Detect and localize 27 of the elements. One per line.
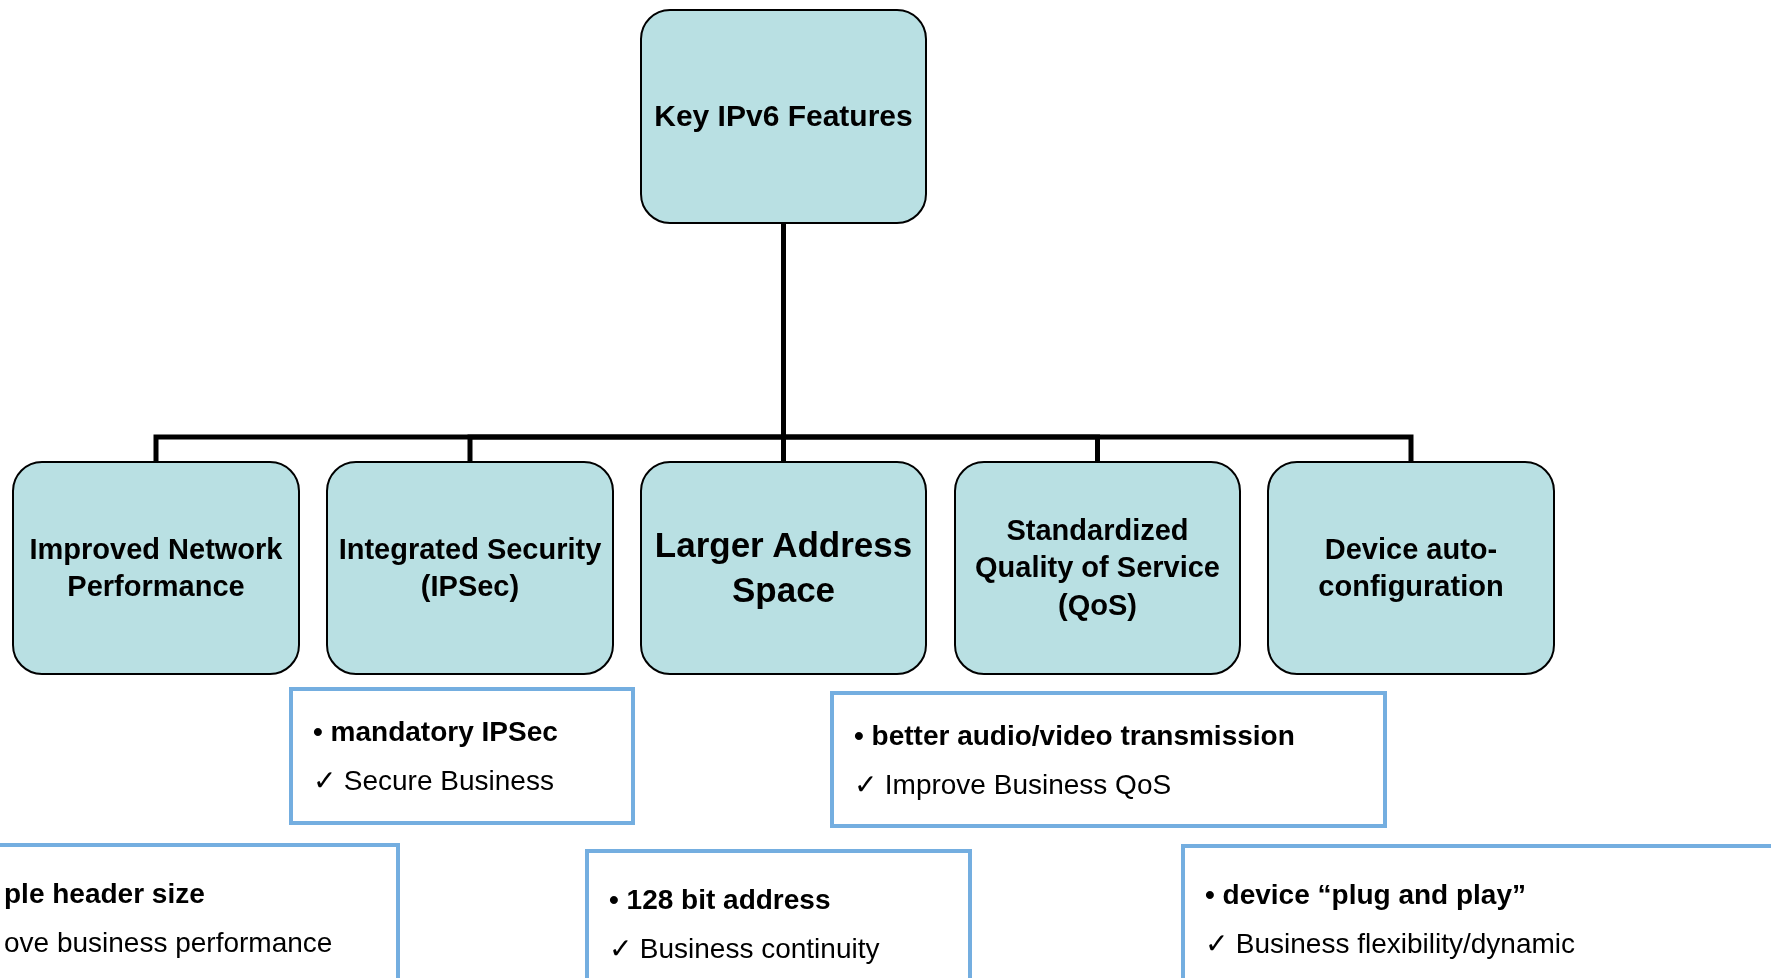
bullet-text: • mandatory IPSec [313,715,558,749]
check-item-text: ✓ Secure Business [313,764,554,798]
feature-box [640,461,927,675]
feature-box [640,9,927,224]
feature-box [954,461,1241,675]
feature-box [1267,461,1555,675]
feature-box [12,461,300,675]
note-box [0,843,400,978]
bullet-text: • better audio/video transmission [854,718,1295,753]
note-box [830,691,1387,828]
check-item-text: ✓ Business continuity [609,932,880,966]
check-item-text: ✓ Business flexibility/dynamic [1205,927,1576,961]
note-box [289,687,635,825]
feature-box [326,461,614,675]
check-item-text: ✓ Improve Business QoS [854,767,1172,802]
box-label: Key IPv6 Features [654,98,913,135]
note-box [1181,844,1771,978]
box-label: Integrated Security (IPSec) [337,531,603,604]
bullet-text: • device “plug and play” [1205,878,1526,912]
box-label: Improved Network Performance [28,531,284,604]
note-box [585,849,972,978]
box-label: Standardized Quality of Service (QoS) [974,513,1221,623]
bullet-text: • 128 bit address [609,883,831,917]
check-item-text: ove business performance [4,926,333,960]
box-label: Device auto-configuration [1317,531,1505,604]
box-label: Larger Address Space [653,524,914,611]
bullet-text: ple header size [4,877,205,911]
